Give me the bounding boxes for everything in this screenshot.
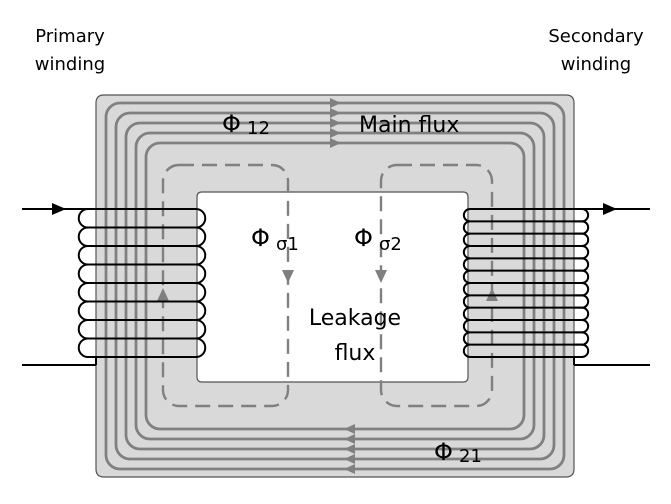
primary-coil-inner-loop bbox=[195, 263, 207, 284]
leakage-arrow-down-1 bbox=[282, 270, 294, 283]
primary-coil-inner-loop bbox=[195, 226, 207, 247]
phi21-symbol: Φ bbox=[434, 438, 453, 466]
secondary-coil-tail bbox=[470, 356, 575, 365]
phi12-symbol: Φ bbox=[222, 110, 241, 138]
primary-coil-inner-loop bbox=[195, 245, 207, 266]
leakage-flux-label-line1: Leakage bbox=[309, 306, 401, 331]
primary-label-line1: Primary bbox=[35, 26, 105, 47]
main-flux-arrows-top bbox=[330, 98, 341, 148]
primary-input-arrow bbox=[52, 203, 66, 215]
primary-winding bbox=[22, 208, 207, 366]
primary-coil-tail bbox=[95, 356, 196, 365]
leakage-flux-arrows bbox=[157, 270, 498, 301]
phi-sigma1-subscript: σ1 bbox=[276, 234, 299, 255]
primary-coil-inner-loop bbox=[195, 300, 207, 321]
transformer-core bbox=[95, 94, 575, 478]
secondary-label-line1: Secondary bbox=[548, 26, 644, 47]
leakage-loop-primary bbox=[161, 163, 290, 408]
primary-label-line2: winding bbox=[35, 54, 105, 75]
phi12-subscript: 12 bbox=[247, 118, 270, 139]
phi-sigma2-subscript: σ2 bbox=[379, 234, 402, 255]
secondary-winding bbox=[462, 208, 650, 366]
main-flux-arrows-bottom bbox=[344, 424, 355, 474]
secondary-coil-turn bbox=[470, 343, 590, 358]
phi-sigma2-symbol: Φ bbox=[354, 224, 373, 252]
phi-sigma1-symbol: Φ bbox=[251, 224, 270, 252]
secondary-output-arrow bbox=[603, 203, 617, 215]
primary-coil-inner-loop bbox=[195, 208, 207, 229]
primary-coil-turn bbox=[77, 337, 196, 358]
leakage-arrow-up-1 bbox=[157, 288, 169, 301]
leakage-arrow-down-2 bbox=[375, 270, 387, 283]
secondary-coil-inner-loop bbox=[462, 343, 471, 358]
leakage-flux-lines bbox=[161, 163, 494, 408]
primary-coil-inner-loop bbox=[195, 282, 207, 303]
secondary-label-line2: winding bbox=[561, 54, 631, 75]
primary-coil-inner-loop bbox=[195, 319, 207, 340]
main-flux-label: Main flux bbox=[359, 113, 459, 138]
leakage-loop-secondary bbox=[379, 163, 494, 408]
leakage-flux-label-line2: flux bbox=[335, 341, 376, 366]
primary-coil-inner-loop bbox=[195, 337, 207, 358]
phi21-subscript: 21 bbox=[459, 446, 482, 467]
